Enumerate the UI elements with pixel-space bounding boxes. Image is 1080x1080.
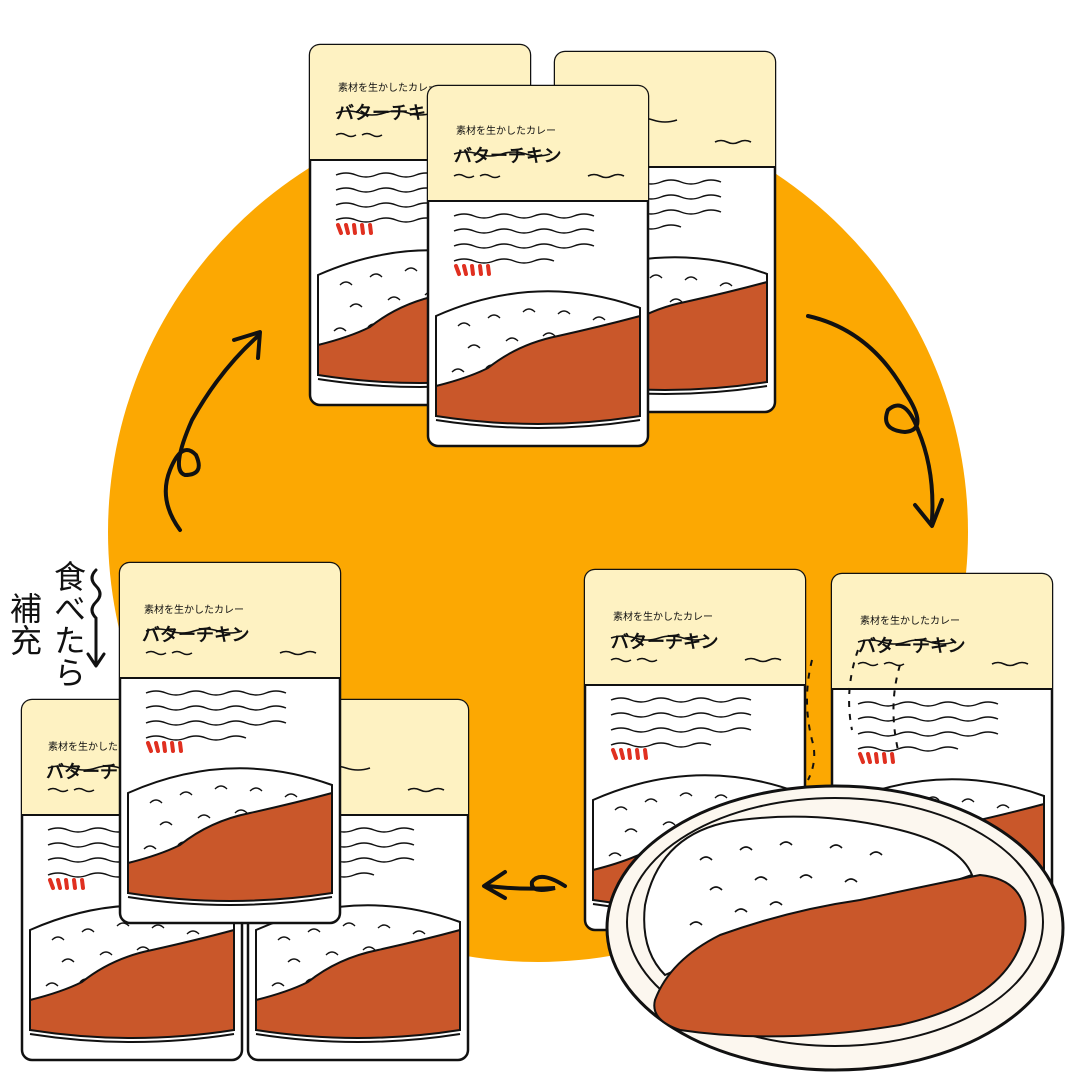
- arrow-left: [482, 870, 567, 900]
- pouch-name: バターチキン: [454, 146, 561, 167]
- pouch-name: バターチキン: [142, 625, 249, 646]
- arrow-up-right: [163, 330, 262, 532]
- pouch-top-front: 素材を生かしたカレー バターチキン: [426, 84, 650, 448]
- pouch-name: バターチキン: [611, 632, 718, 653]
- pouch-tagline: 素材を生かしたカレー: [144, 603, 244, 616]
- pouch-tagline: 素材を生かしたカレー: [860, 614, 960, 627]
- side-note-down-arrow: [90, 568, 102, 666]
- motion-dash-right: [848, 649, 901, 751]
- pouch-right-right: 素材を生かしたカレー バターチキン: [830, 572, 1054, 936]
- arrow-right-down: [806, 314, 944, 528]
- side-note-line2: 補充: [5, 592, 43, 656]
- pouch-tagline: 素材を生かしたカレー: [456, 124, 556, 137]
- pouch-name: バターチキン: [336, 103, 443, 124]
- motion-dash-left: [806, 659, 816, 781]
- curry-plate: [605, 784, 1065, 1072]
- side-note: 食べたら 補充: [5, 560, 106, 688]
- pouch-right-left: 素材を生かしたカレー バターチキン: [583, 568, 807, 932]
- pouch-tagline: 素材を生かしたカレー: [338, 81, 438, 94]
- pouch-tagline: 素材を生かしたカレー: [613, 610, 713, 623]
- pouch-left-front: 素材を生かしたカレー バターチキン: [118, 561, 342, 925]
- side-note-line1: 食べたら: [49, 560, 87, 688]
- pouch-name: バターチキン: [858, 636, 965, 657]
- pouch-top-back-left: 素材を生かしたカレー バターチキン: [308, 43, 532, 407]
